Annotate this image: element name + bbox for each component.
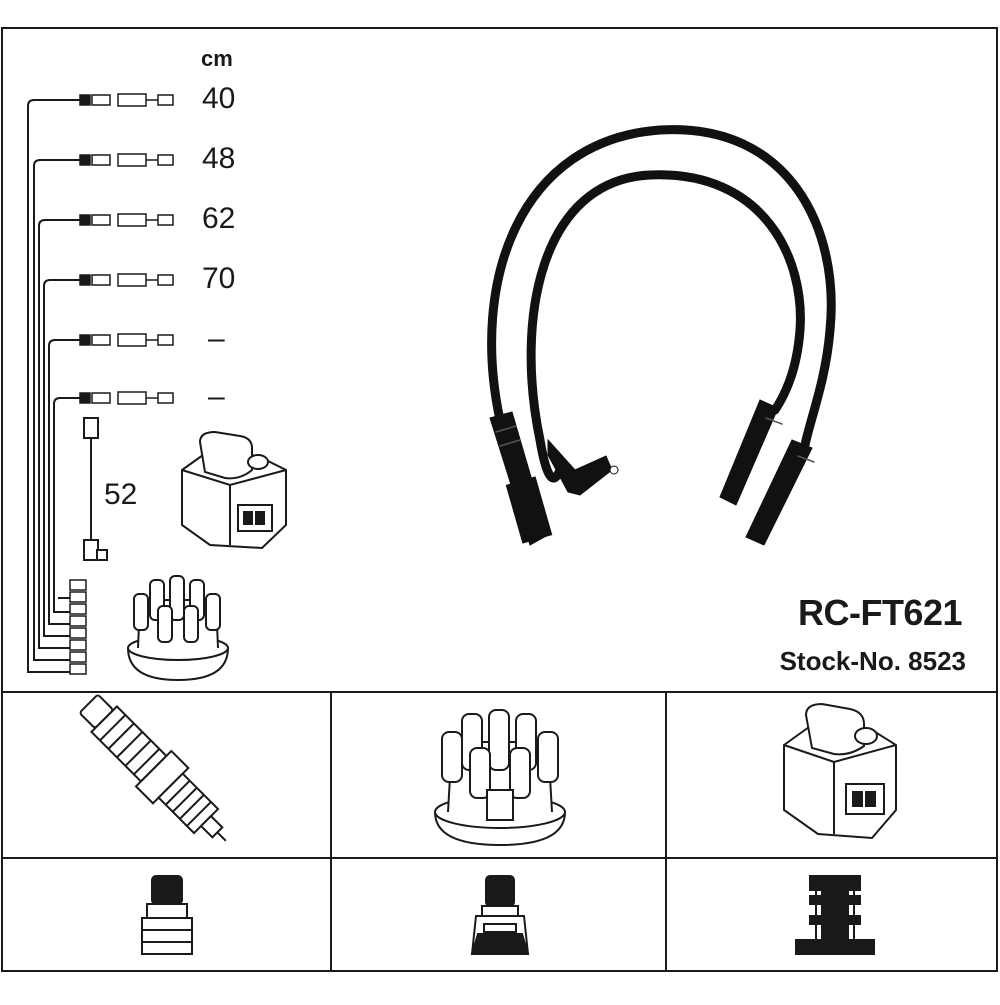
lead-schematic [27,99,80,673]
ignition-coil-icon [181,430,287,550]
spark-plug-icon [79,694,227,842]
coil-lead-schematic [83,417,108,561]
distributor-cap-large-icon [433,709,567,847]
lead-connector-1 [79,93,174,107]
lead-connector-2 [79,153,174,167]
ignition-cable-set-image [487,125,836,546]
frame [1,27,998,972]
lead-connector-4 [79,273,174,287]
lead-length-5: – [208,322,225,355]
distributor-cap-icon [126,575,230,682]
product-title: RC-FT621 [797,592,963,633]
terminal-stack [69,579,87,675]
cap-connector-profile [470,875,530,955]
lead-connector-6 [79,391,174,405]
lead-connectors [79,93,174,405]
lead-length-3: 62 [202,202,236,235]
lead-connector-5 [79,333,174,347]
lead-connector-3 [79,213,174,227]
lead-length-2: 48 [202,142,236,175]
coil-lead-length: 52 [104,478,138,511]
lead-length-4: 70 [202,262,236,295]
lead-length-6: – [208,380,225,413]
stock-number: Stock-No. 8523 [779,646,966,676]
ignition-coil-large-icon [783,702,897,840]
coil-connector-profile [795,875,875,955]
lead-length-1: 40 [202,82,236,115]
plug-connector-profile [141,875,193,955]
length-unit-label: cm [201,46,233,71]
